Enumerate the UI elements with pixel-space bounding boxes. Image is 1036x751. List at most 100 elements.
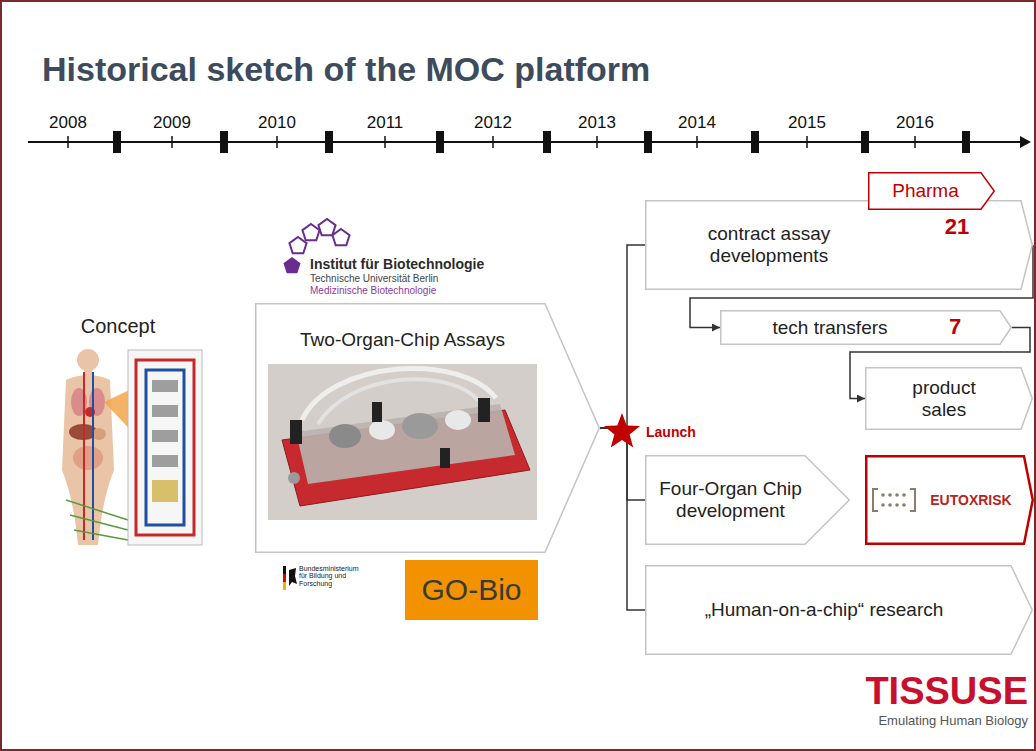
launch-star <box>604 413 640 447</box>
box-text: „Human-on-a-chip“ research <box>705 599 944 621</box>
year-separators <box>113 131 970 153</box>
box-text: Two-Organ-Chip Assays <box>300 329 505 351</box>
year-label: 2011 <box>355 113 415 133</box>
company-logo-text: TISSUSE <box>826 670 1028 714</box>
logo-dot <box>902 503 906 507</box>
scheme-organ-chambers <box>152 380 178 502</box>
intestine <box>73 446 103 470</box>
chip-photo <box>268 364 537 520</box>
sales-box: product sales <box>865 367 1033 430</box>
box-text: contract assay developments <box>689 223 849 267</box>
chip-reservoir <box>369 420 395 440</box>
year-tick <box>384 136 386 148</box>
funding-box: GO-Bio <box>405 560 538 620</box>
body-head <box>77 349 99 371</box>
organ-chamber <box>152 380 178 392</box>
chip-reservoir <box>329 424 361 448</box>
scheme-red-loop <box>136 360 194 535</box>
chip-assay-box: Two-Organ-Chip Assays <box>255 303 600 553</box>
pharma-tag: Pharma <box>868 172 995 210</box>
chip-scheme-panel <box>128 350 202 545</box>
box-text: GO-Bio <box>421 573 521 608</box>
chip-knob <box>372 402 382 422</box>
slide-title: Historical sketch of the MOC platform <box>42 50 650 89</box>
flag-stripe <box>283 566 286 574</box>
logo-dot <box>902 493 906 497</box>
timeline <box>28 131 1031 153</box>
chip-reservoir <box>445 410 471 430</box>
vein <box>92 372 94 540</box>
logo-pentagon <box>332 229 349 245</box>
organ-chamber <box>152 455 178 467</box>
concept-label: Concept <box>63 315 173 338</box>
box-shape <box>866 456 1033 544</box>
university-name: Technische Universität Berlin <box>310 273 530 285</box>
year-separator <box>543 131 551 153</box>
box-text: Four-Organ Chip development <box>653 478 808 522</box>
year-separator <box>962 131 970 153</box>
year-label: 2013 <box>567 113 627 133</box>
scheme-blue-loop <box>146 370 184 525</box>
logo-dot <box>895 503 899 507</box>
logo-pentagon-filled <box>283 257 300 273</box>
year-label: 2016 <box>885 113 945 133</box>
ministry-name: Bundesministerium für Bildung und Forsch… <box>299 565 363 587</box>
box-shape <box>721 311 1012 345</box>
chip-tube <box>302 368 496 420</box>
logo-pentagon <box>318 219 335 235</box>
box-shape <box>866 368 1033 430</box>
year-separator <box>436 131 444 153</box>
logo-dot <box>888 493 892 497</box>
year-label: 2010 <box>247 113 307 133</box>
organ-chamber <box>152 480 178 502</box>
four-organ-box: Four-Organ Chip development <box>645 455 850 545</box>
logo-dot <box>888 503 892 507</box>
box-text: EUTOXRISK <box>930 492 1011 508</box>
year-label: 2009 <box>142 113 202 133</box>
year-separator <box>644 131 652 153</box>
year-label: 2015 <box>777 113 837 133</box>
flag-stripe <box>283 582 286 590</box>
launch-label: Launch <box>646 424 716 440</box>
organ-chamber <box>152 430 178 442</box>
box-outline <box>645 200 1033 290</box>
lymph-lines <box>66 500 128 540</box>
year-separator <box>751 131 759 153</box>
year-tick <box>492 136 494 148</box>
box-shape <box>256 304 600 553</box>
year-label: 2012 <box>463 113 523 133</box>
year-tick <box>806 136 808 148</box>
box-text: product sales <box>894 377 994 421</box>
year-tick <box>67 136 69 148</box>
photo-ground <box>268 364 537 520</box>
year-label: 2014 <box>667 113 727 133</box>
box-shape <box>646 201 1033 290</box>
logo-dot <box>881 503 885 507</box>
year-ticks <box>68 136 915 148</box>
logo-pentagon <box>289 237 306 253</box>
year-label: 2008 <box>38 113 98 133</box>
box-shape <box>869 173 995 210</box>
stomach <box>92 428 106 440</box>
human-chip-box: „Human-on-a-chip“ research <box>645 565 1033 655</box>
box-shape <box>405 560 538 620</box>
chip-screw <box>288 472 300 484</box>
artery <box>83 372 85 540</box>
eagle-icon <box>289 568 297 586</box>
box-shape <box>646 566 1033 655</box>
chip-knob <box>478 398 490 422</box>
logo-dot <box>895 493 899 497</box>
year-separator <box>113 131 121 153</box>
year-tick <box>914 136 916 148</box>
logo-dot <box>881 493 885 497</box>
count-number: 7 <box>940 314 970 339</box>
organ-chamber <box>152 405 178 417</box>
timeline-arrowhead <box>1020 136 1031 148</box>
concept-illustration <box>62 349 202 545</box>
connector <box>600 245 645 428</box>
year-separator <box>325 131 333 153</box>
eutoxrisk-box: EUTOXRISK <box>865 455 1034 545</box>
year-tick <box>171 136 173 148</box>
